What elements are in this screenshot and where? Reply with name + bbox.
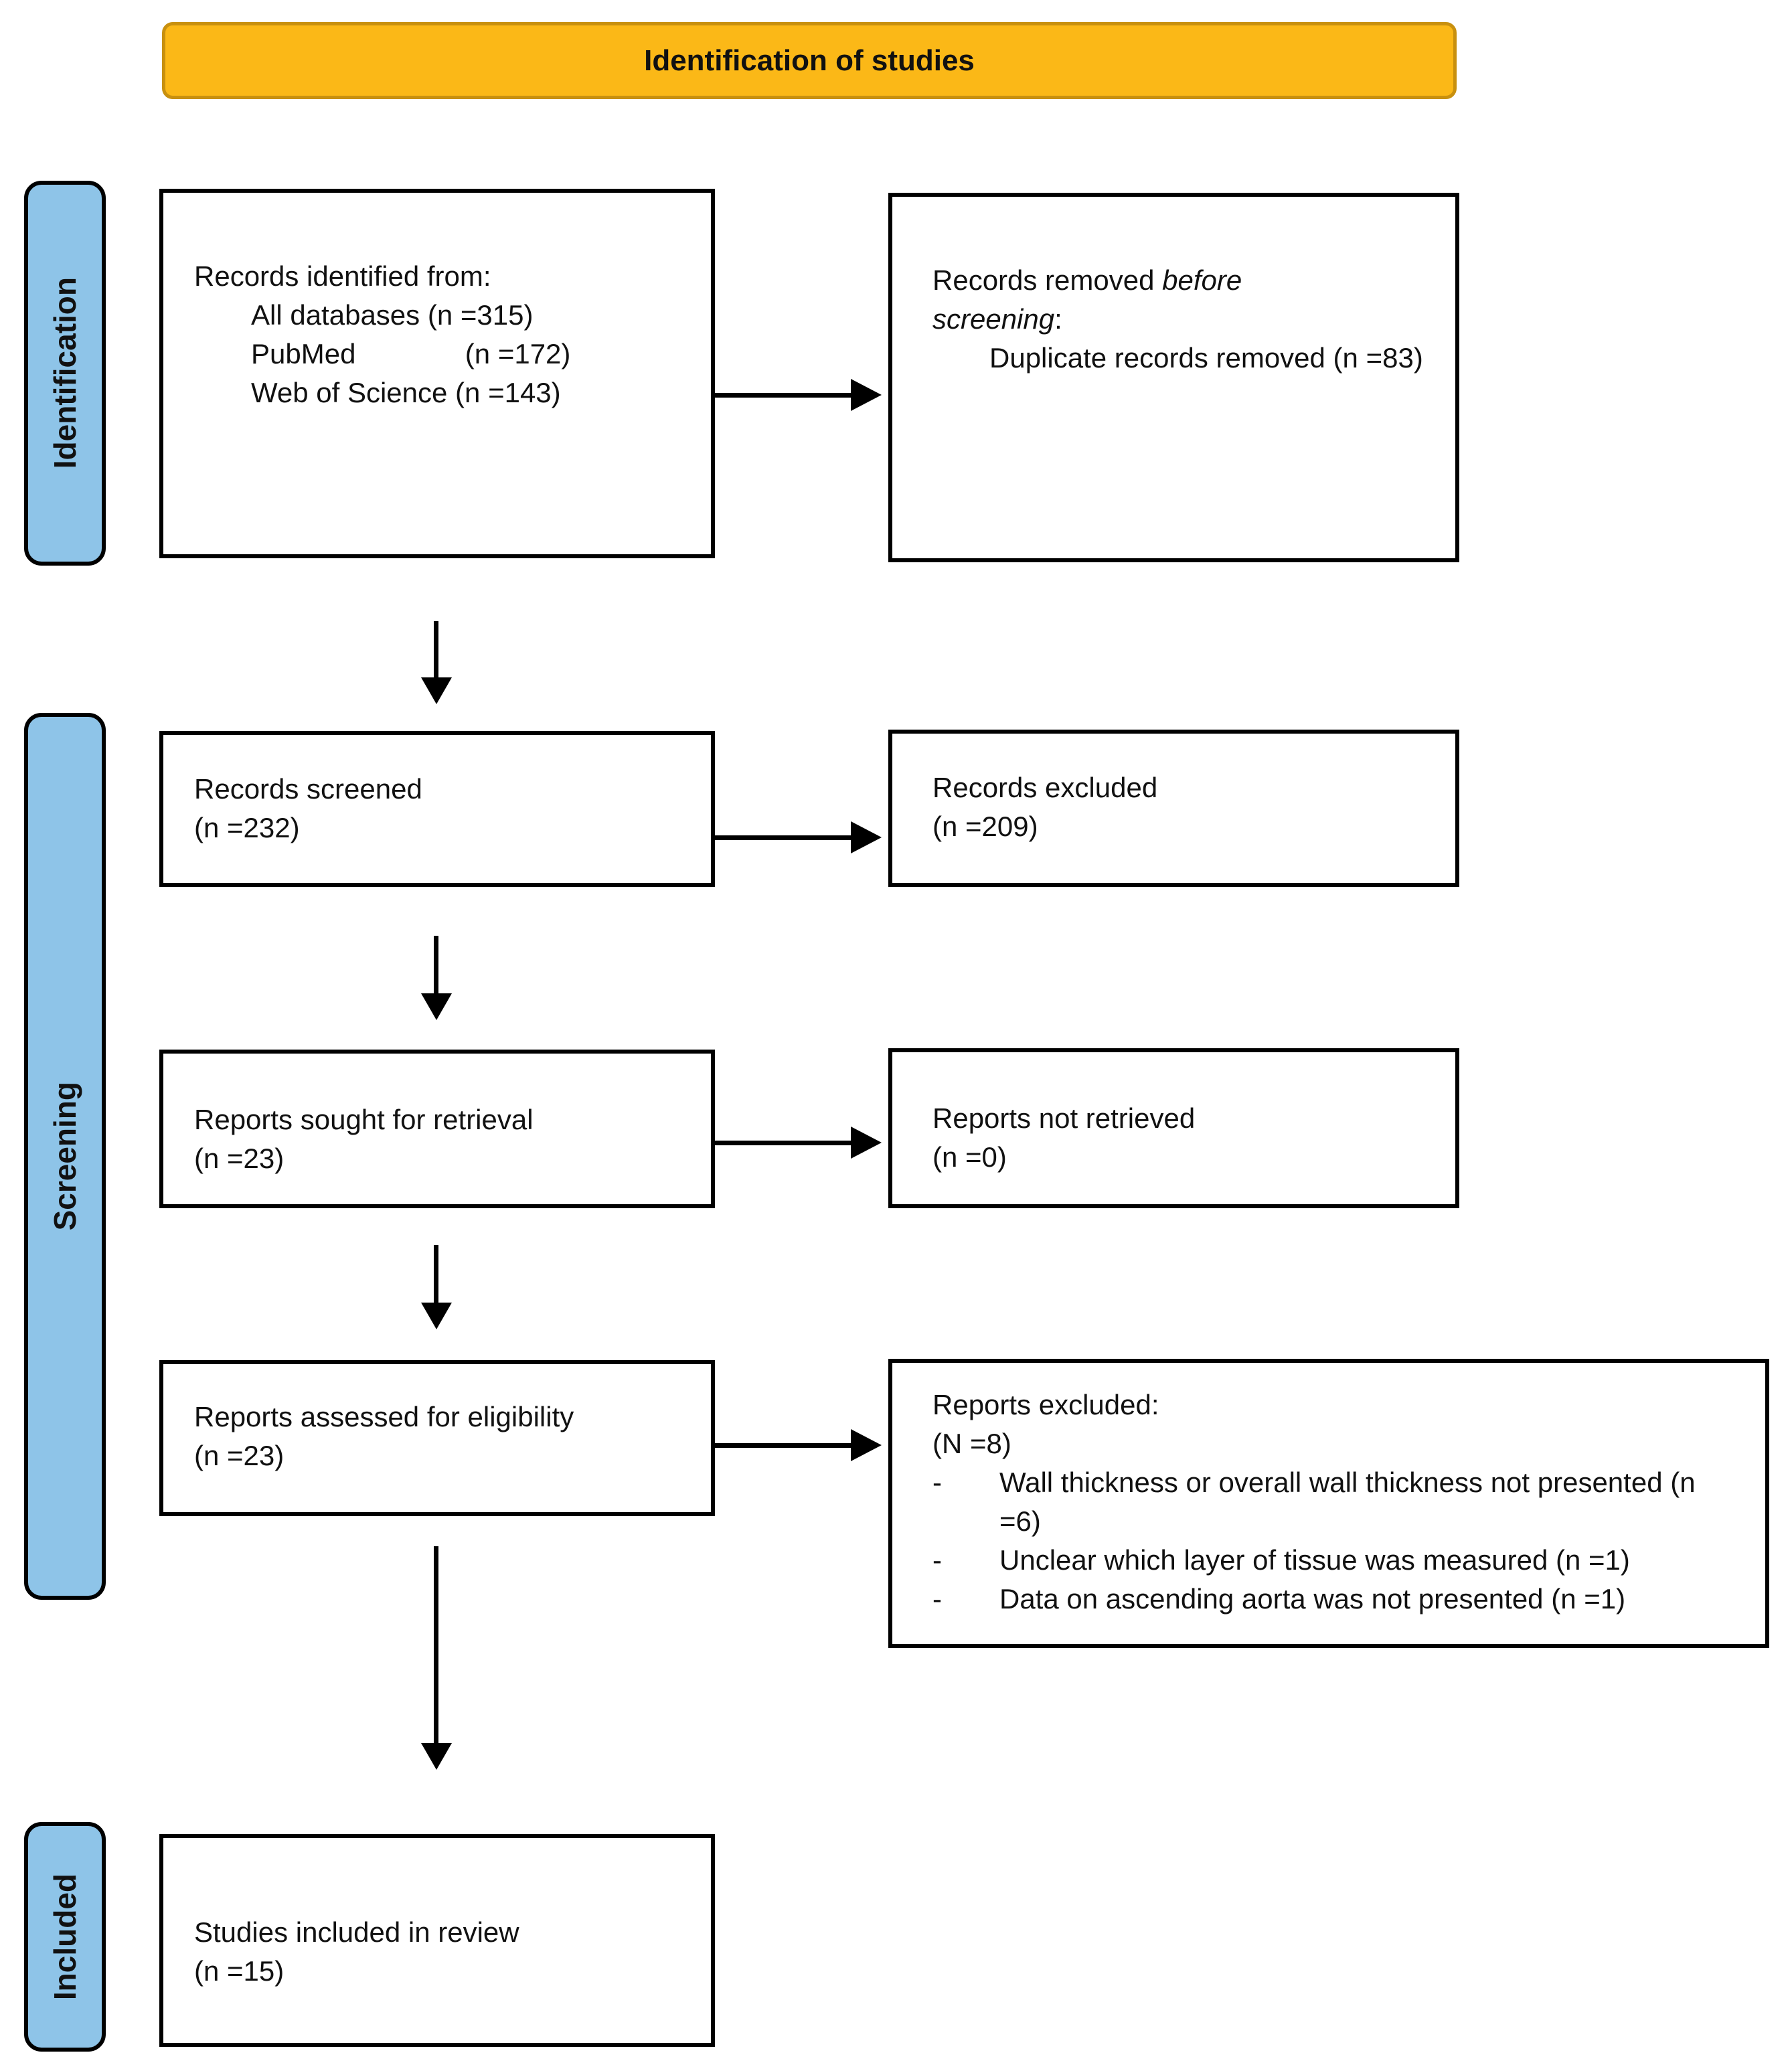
studies-included-count: (n =15) [194,1955,284,1987]
studies-included-line1: Studies included in review [194,1916,519,1948]
reports-excluded-count: (N =8) [932,1428,1011,1459]
reports-sought-line1: Reports sought for retrieval [194,1104,534,1135]
box-reports-assessed: Reports assessed for eligibility (n =23) [159,1360,715,1516]
records-excluded-count: (n =209) [932,811,1038,842]
records-screened-line1: Records screened [194,773,422,805]
arrow-screened-to-sought-head [421,993,452,1020]
box-records-screened: Records screened (n =232) [159,731,715,887]
reports-excluded-bullet-2: - Unclear which layer of tissue was meas… [932,1541,1738,1580]
arrow-identified-to-screened-stem [434,621,438,680]
box-records-identified: Records identified from: All databases (… [159,189,715,558]
arrow-assessed-to-reports-excluded-head [851,1429,882,1461]
box-studies-included: Studies included in review (n =15) [159,1834,715,2047]
arrow-screened-to-sought-stem [434,936,438,996]
reports-not-retrieved-count: (n =0) [932,1141,1007,1173]
box-records-excluded: Records excluded (n =209) [888,730,1459,887]
stage-label-included-text: Included [48,1873,82,2001]
bullet-dash: - [932,1544,942,1576]
records-identified-item-pubmed: PubMed (n =172) [251,338,571,369]
stage-label-identification-text: Identification [48,277,82,469]
box-reports-not-retrieved: Reports not retrieved (n =0) [888,1048,1459,1208]
arrow-sought-to-not-retrieved-head [851,1127,882,1159]
records-removed-line1-normal: Records removed [932,264,1163,296]
stage-label-identification: Identification [24,181,106,566]
reports-sought-count: (n =23) [194,1143,284,1174]
arrow-sought-to-assessed-head [421,1303,452,1329]
reports-excluded-reason-2: Unclear which layer of tissue was measur… [999,1544,1630,1576]
records-removed-item-duplicates: Duplicate records removed (n =83) [989,342,1423,374]
records-removed-line1-italic: before [1162,264,1242,296]
box-records-removed: Records removed before screening: Duplic… [888,193,1459,562]
arrow-sought-to-assessed-stem [434,1245,438,1305]
reports-excluded-bullet-3: - Data on ascending aorta was not presen… [932,1580,1738,1619]
bullet-dash: - [932,1467,942,1498]
records-identified-item-all-databases: All databases (n =315) [251,299,534,331]
title-banner-label: Identification of studies [644,44,975,77]
records-identified-intro: Records identified from: [194,260,491,292]
records-removed-line2: screening: [932,300,1435,339]
arrow-sought-to-not-retrieved-stem [715,1141,853,1145]
bullet-dash: - [932,1583,942,1615]
stage-label-screening-text: Screening [48,1082,82,1231]
reports-assessed-count: (n =23) [194,1440,284,1471]
box-reports-sought: Reports sought for retrieval (n =23) [159,1050,715,1208]
records-identified-item-web-of-science: Web of Science (n =143) [251,377,561,408]
records-excluded-line1: Records excluded [932,772,1158,803]
arrow-assessed-to-included-stem [434,1546,438,1746]
arrow-screened-to-excluded-stem [715,835,853,840]
records-removed-line1: Records removed before [932,261,1435,300]
reports-excluded-line1: Reports excluded: [932,1389,1159,1420]
arrow-assessed-to-included-head [421,1743,452,1770]
arrow-screened-to-excluded-head [851,821,882,853]
records-screened-count: (n =232) [194,812,300,843]
reports-assessed-line1: Reports assessed for eligibility [194,1401,574,1432]
box-reports-excluded: Reports excluded: (N =8) - Wall thicknes… [888,1359,1769,1648]
reports-excluded-bullet-1: - Wall thickness or overall wall thickne… [932,1463,1738,1541]
stage-label-included: Included [24,1822,106,2052]
arrow-identified-to-removed-stem [715,393,853,398]
stage-label-screening: Screening [24,713,106,1600]
reports-not-retrieved-line1: Reports not retrieved [932,1102,1196,1134]
reports-excluded-reason-3: Data on ascending aorta was not presente… [999,1583,1626,1615]
records-removed-line2-italic: screening [932,303,1055,335]
title-banner: Identification of studies [162,22,1457,99]
records-removed-line2-normal: : [1054,303,1062,335]
arrow-assessed-to-reports-excluded-stem [715,1443,853,1448]
arrow-identified-to-removed-head [851,379,882,411]
arrow-identified-to-screened-head [421,677,452,704]
reports-excluded-reason-1: Wall thickness or overall wall thickness… [999,1467,1696,1537]
